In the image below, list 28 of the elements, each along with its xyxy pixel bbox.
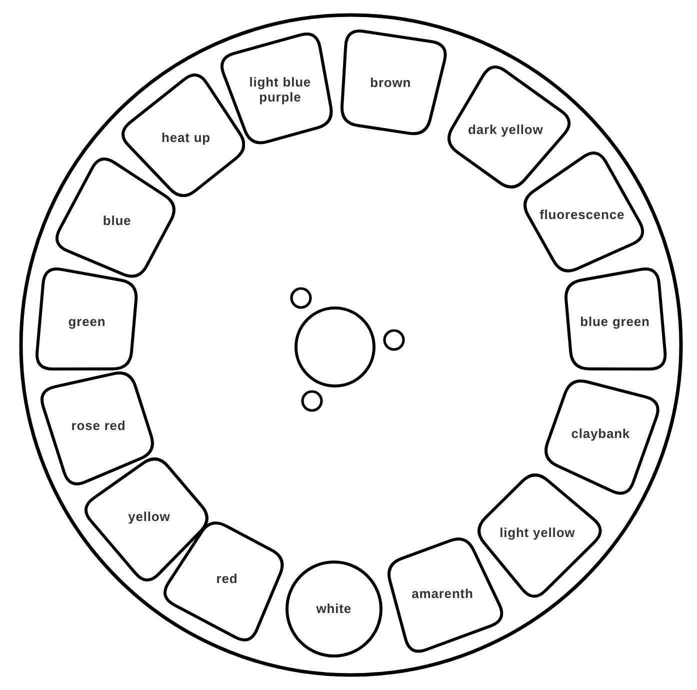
color-slot	[220, 32, 334, 145]
color-slot	[40, 371, 154, 486]
slot-label: green	[68, 314, 106, 330]
color-slot	[120, 72, 246, 198]
slot-label: fluorescence	[540, 208, 625, 224]
slot-label: light yellow	[500, 526, 576, 542]
color-slot	[54, 156, 176, 278]
slot-label: claybank	[571, 426, 630, 442]
color-slot	[477, 473, 603, 599]
color-slot	[564, 267, 667, 372]
color-slot	[84, 457, 210, 582]
slot-label: red	[216, 571, 238, 587]
slot-label: blue	[102, 212, 132, 228]
color-slot	[446, 65, 571, 190]
color-slot-circle	[284, 560, 383, 658]
slot-label: light blue purple	[248, 74, 312, 106]
slot-label: brown	[370, 75, 412, 91]
slot-label: white	[316, 602, 352, 618]
slot-label: rose red	[71, 418, 126, 434]
color-slot	[35, 267, 138, 372]
slot-label: dark yellow	[468, 122, 544, 138]
color-slot	[544, 378, 660, 496]
color-slot	[523, 151, 645, 274]
slot-label: heat up	[162, 130, 211, 146]
slot-label: blue green	[580, 314, 650, 330]
slot-label: amarenth	[412, 586, 474, 602]
slot-label: yellow	[128, 508, 170, 525]
color-slot	[340, 29, 448, 136]
